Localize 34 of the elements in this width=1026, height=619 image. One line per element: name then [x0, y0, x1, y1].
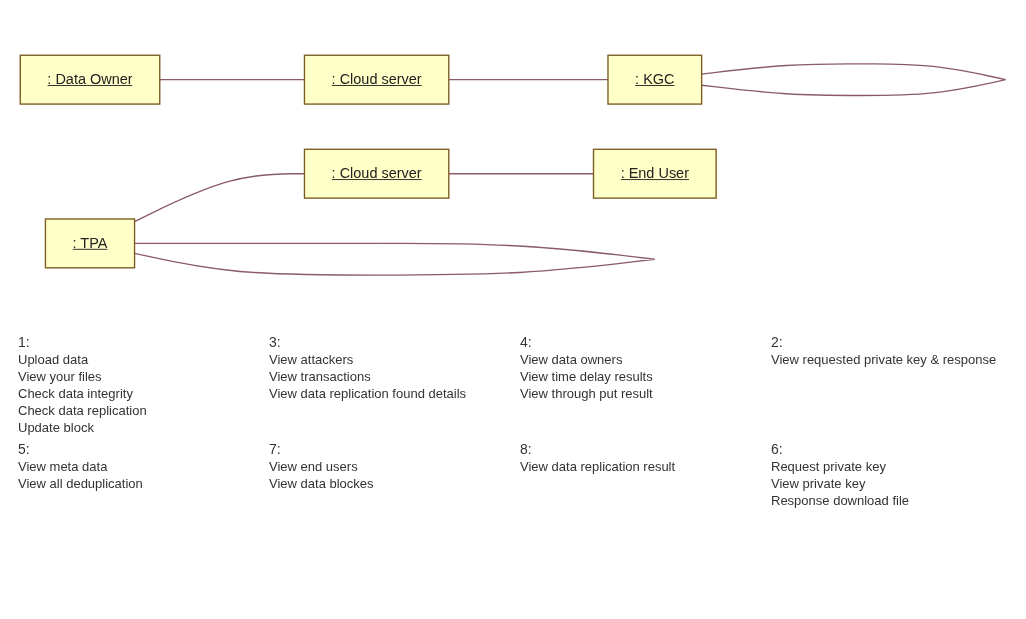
- message-text: View data owners: [520, 352, 624, 367]
- message-text: View end users: [269, 459, 359, 474]
- message-number: 3:: [269, 334, 282, 350]
- object-box: : Cloud server: [303, 54, 450, 105]
- message-number: 2:: [771, 334, 784, 350]
- message-text: Check data replication: [18, 403, 148, 418]
- message-text: View time delay results: [520, 369, 654, 384]
- message-number: 5:: [18, 441, 31, 457]
- object-box: : KGC: [607, 54, 703, 105]
- message-text: View data replication found details: [269, 386, 468, 401]
- message-text: View your files: [18, 369, 103, 384]
- message-number: 1:: [18, 334, 31, 350]
- message-text: View attackers: [269, 352, 355, 367]
- message-text: View private key: [771, 476, 867, 491]
- object-box: : Cloud server: [303, 148, 450, 199]
- message-text: View all deduplication: [18, 476, 144, 491]
- message-number: 6:: [771, 441, 784, 457]
- message-text: View transactions: [269, 369, 372, 384]
- message-text: View data replication result: [520, 459, 677, 474]
- message-text: Request private key: [771, 459, 887, 474]
- message-text: Response download file: [771, 493, 911, 508]
- object-box: : Data Owner: [19, 54, 161, 105]
- message-text: View data blockes: [269, 476, 375, 491]
- message-text: Check data integrity: [18, 386, 134, 401]
- message-text: View meta data: [18, 459, 109, 474]
- message-text: Update block: [18, 420, 95, 435]
- message-number: 4:: [520, 334, 533, 350]
- message-number: 7:: [269, 441, 282, 457]
- message-number: 8:: [520, 441, 533, 457]
- message-text: Upload data: [18, 352, 90, 367]
- object-box: : End User: [592, 148, 717, 199]
- message-text: View requested private key & response: [771, 352, 998, 367]
- object-box: : TPA: [44, 218, 136, 269]
- message-text: View through put result: [520, 386, 654, 401]
